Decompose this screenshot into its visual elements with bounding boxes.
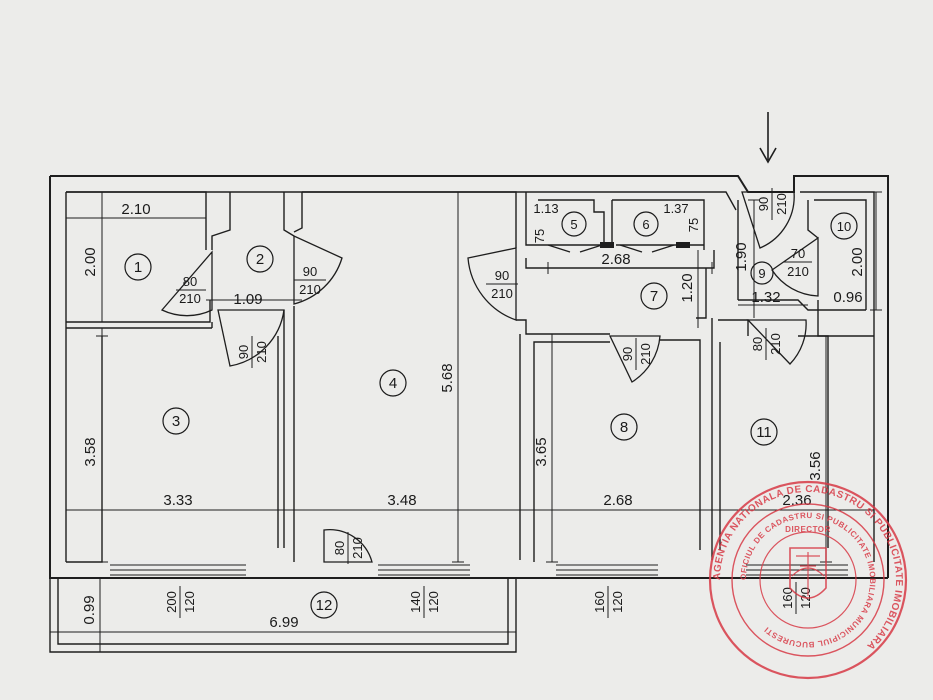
door-label-d8-w: 80 (750, 337, 765, 351)
door-label-d7-h: 210 (787, 264, 809, 279)
door-bath6 (619, 244, 675, 253)
door-label-d2-h: 210 (299, 282, 321, 297)
cadastre-stamp: AGENTIA NATIONALA DE CADASTRU SI PUBLICI… (708, 480, 908, 680)
door-hall7 (467, 247, 517, 321)
door-label-d4-w: 90 (495, 268, 509, 283)
door-balcony (323, 528, 373, 563)
room-number-9: 9 (758, 266, 765, 281)
window-label-w11-w: 160 (780, 587, 795, 609)
dim-r3-height: 3.58 (82, 437, 99, 466)
door-room3 (217, 309, 285, 367)
door-label-d5-h: 210 (638, 343, 653, 365)
room-number-5: 5 (570, 217, 577, 232)
stamp-center-text: DIRECTOR (785, 525, 831, 534)
door-label-d6-w: 90 (756, 197, 771, 211)
door-room4 (293, 234, 343, 305)
window-label-w4-h: 120 (426, 591, 441, 613)
window-room8 (556, 564, 658, 576)
door-entrance (741, 191, 795, 249)
room-number-10: 10 (837, 219, 851, 234)
room-number-3: 3 (172, 413, 180, 430)
doors (160, 191, 819, 563)
dimension-labels: 2.10 2.00 1.09 3.58 3.33 5.68 3.48 1.13 … (81, 201, 866, 631)
door-bath5 (547, 244, 603, 253)
door-label-d9-h: 210 (350, 537, 365, 559)
room-number-11: 11 (756, 424, 772, 441)
door-label-d6-h: 210 (774, 193, 789, 215)
room-labels: 1 2 3 4 5 6 7 8 9 10 11 12 (124, 211, 858, 619)
dim-r6-width: 1.37 (663, 201, 688, 216)
window-label-w3-w: 200 (164, 591, 179, 613)
room-number-6: 6 (642, 217, 649, 232)
outer-walls (49, 175, 889, 579)
room-number-12: 12 (316, 597, 333, 614)
window-label-w8-w: 160 (592, 591, 607, 613)
door-label-d1-h: 210 (179, 291, 201, 306)
door-label-d4-h: 210 (491, 286, 513, 301)
room-number-1: 1 (134, 259, 142, 276)
dim-r10-height: 2.00 (849, 247, 866, 276)
dim-r4-width: 3.48 (387, 492, 416, 509)
window-label-w8-h: 120 (610, 591, 625, 613)
dim-balcony-width: 6.99 (269, 614, 298, 631)
dim-r9-width: 1.32 (751, 289, 780, 306)
window-label-w4-w: 140 (408, 591, 423, 613)
door-label-bath6: 75 (686, 218, 701, 232)
window-room3 (110, 564, 246, 576)
dim-r7-height: 1.20 (679, 273, 696, 302)
windows (110, 564, 848, 576)
dim-r9-height: 1.90 (733, 242, 750, 271)
door-label-d9-w: 80 (332, 541, 347, 555)
dim-r2-width: 1.09 (233, 291, 262, 308)
door-label-d3-h: 210 (254, 341, 269, 363)
dim-r10-width: 0.96 (833, 289, 862, 306)
dim-r7-width: 2.68 (601, 251, 630, 268)
balcony (49, 578, 517, 653)
door-label-d8-h: 210 (768, 333, 783, 355)
door-label-d5-w: 90 (620, 347, 635, 361)
dim-r8-width: 2.68 (603, 492, 632, 509)
dim-balcony-depth: 0.99 (81, 595, 98, 624)
door-labels: 80 210 90 210 90 210 90 210 90 210 90 21… (176, 188, 812, 564)
dimension-ticks (49, 191, 882, 653)
dim-r11-height: 3.56 (807, 451, 824, 480)
room-number-4: 4 (389, 375, 397, 392)
door-room11 (746, 319, 807, 365)
dim-r1-width: 2.10 (121, 201, 150, 218)
window-room11 (746, 564, 848, 576)
door-label-bath5: 75 (532, 229, 547, 243)
dim-r5-width: 1.13 (533, 201, 558, 216)
dim-r1-height: 2.00 (82, 247, 99, 276)
window-labels: 200 120 140 120 160 120 160 120 (164, 582, 813, 618)
coat-of-arms-icon (789, 547, 827, 599)
door-room1 (160, 250, 213, 317)
room-number-2: 2 (256, 251, 264, 268)
door-label-d7-w: 70 (791, 246, 805, 261)
door-label-d1-w: 80 (183, 274, 197, 289)
dim-r4-height: 5.68 (439, 363, 456, 392)
door-label-d3-w: 90 (236, 345, 251, 359)
entrance-arrow-icon (759, 112, 777, 164)
window-room4 (378, 564, 470, 576)
dim-r8-height: 3.65 (533, 437, 550, 466)
dim-r3-width: 3.33 (163, 492, 192, 509)
window-label-w3-h: 120 (182, 591, 197, 613)
room-number-7: 7 (650, 288, 658, 305)
room-number-8: 8 (620, 419, 628, 436)
door-room8 (608, 335, 661, 383)
door-label-d2-w: 90 (303, 264, 317, 279)
